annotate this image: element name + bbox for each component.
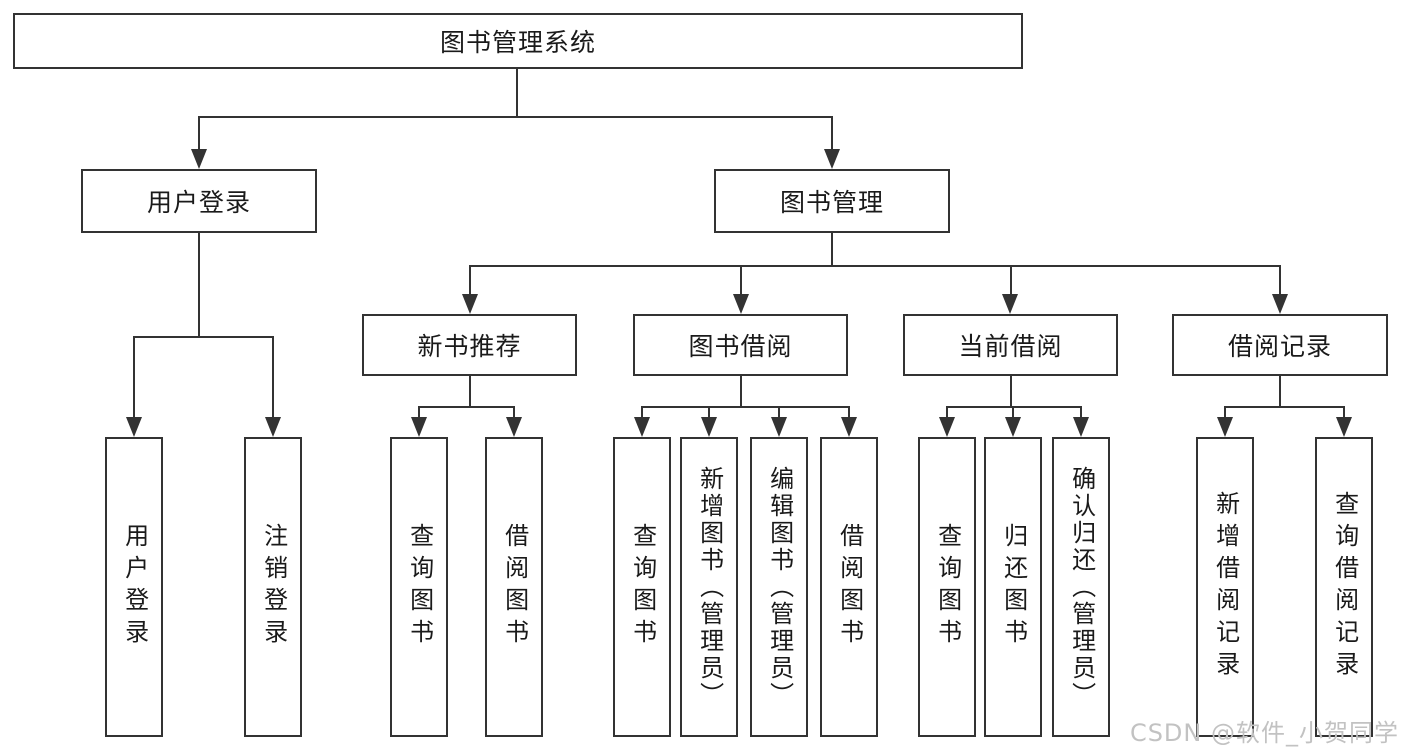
connector-to-current-borrow	[1010, 265, 1012, 297]
leaf-borrow-books-label: 借阅图书	[835, 523, 864, 651]
arrowhead-login	[191, 149, 207, 169]
leaf-borrow-books: 借阅图书	[820, 437, 878, 737]
node-current-borrow-label: 当前借阅	[958, 332, 1063, 361]
connector-s2-child3	[1080, 406, 1082, 420]
connector-s2-split	[947, 406, 1082, 408]
leaf-logout: 注销登录	[244, 437, 302, 737]
arrowhead-s1-child4	[841, 417, 857, 437]
leaf-query-books-current-label: 查询图书	[933, 523, 962, 651]
leaf-query-books-recommend: 查询图书	[390, 437, 448, 737]
connector-s1-child3	[778, 406, 780, 420]
node-book-borrow: 图书借阅	[633, 314, 848, 376]
connector-s3-child2	[1343, 406, 1345, 420]
node-library-system: 图书管理系统	[13, 13, 1023, 69]
leaf-query-books-current: 查询图书	[918, 437, 976, 737]
leaf-return-books-label: 归还图书	[999, 523, 1028, 651]
connector-s3-split	[1225, 406, 1345, 408]
node-user-login-label: 用户登录	[146, 188, 251, 217]
arrowhead-management	[824, 149, 840, 169]
arrowhead-book-borrow	[733, 294, 749, 314]
arrowhead-s2-child1	[939, 417, 955, 437]
connector-s2-child2	[1012, 406, 1014, 420]
leaf-add-borrow-record: 新增借阅记录	[1196, 437, 1254, 737]
connector-login-stem	[198, 233, 200, 337]
leaf-query-borrow-record: 查询借阅记录	[1315, 437, 1373, 737]
leaf-user-login: 用户登录	[105, 437, 163, 737]
node-user-login: 用户登录	[81, 169, 317, 233]
arrowhead-new-books	[462, 294, 478, 314]
leaf-query-books-recommend-label: 查询图书	[405, 523, 434, 651]
connector-s1-child4	[848, 406, 850, 420]
arrowhead-s1-child3	[771, 417, 787, 437]
connector-s1-child1	[641, 406, 643, 420]
node-borrow-records-label: 借阅记录	[1227, 332, 1332, 361]
node-current-borrow: 当前借阅	[903, 314, 1118, 376]
connector-s1-child2	[708, 406, 710, 420]
arrowhead-s3-child1	[1217, 417, 1233, 437]
leaf-logout-label: 注销登录	[259, 523, 288, 651]
connector-s0-stem	[469, 376, 471, 407]
leaf-confirm-return-admin: 确认归还（管理员）	[1052, 437, 1110, 737]
connector-to-borrow-records	[1279, 265, 1281, 297]
connector-management-stem	[831, 233, 833, 267]
arrowhead-s2-child2	[1005, 417, 1021, 437]
arrowhead-s0-child1	[411, 417, 427, 437]
node-new-book-recommend: 新书推荐	[362, 314, 577, 376]
connector-to-book-borrow	[740, 265, 742, 297]
arrowhead-current-borrow	[1002, 294, 1018, 314]
leaf-add-books-admin: 新增图书（管理员）	[680, 437, 738, 737]
arrowhead-borrow-records	[1272, 294, 1288, 314]
node-book-management: 图书管理	[714, 169, 950, 233]
connector-s1-split	[642, 406, 850, 408]
connector-s3-stem	[1279, 376, 1281, 407]
leaf-confirm-return-admin-label: 确认归还（管理员）	[1067, 465, 1096, 709]
leaf-return-books: 归还图书	[984, 437, 1042, 737]
connector-root-split	[199, 116, 833, 118]
leaf-edit-books-admin: 编辑图书（管理员）	[750, 437, 808, 737]
leaf-user-login-label: 用户登录	[120, 523, 149, 651]
connector-s2-stem	[1010, 376, 1012, 407]
connector-login-child1	[133, 336, 135, 420]
connector-s0-split	[419, 406, 515, 408]
connector-to-management	[831, 116, 833, 152]
connector-s2-child1	[946, 406, 948, 420]
arrowhead-s2-child3	[1073, 417, 1089, 437]
connector-s0-child2	[513, 406, 515, 420]
connector-to-login	[198, 116, 200, 152]
leaf-query-borrow-record-label: 查询借阅记录	[1330, 491, 1359, 683]
arrowhead-s0-child2	[506, 417, 522, 437]
connector-s1-stem	[740, 376, 742, 407]
connector-login-split	[134, 336, 274, 338]
node-book-borrow-label: 图书借阅	[688, 332, 793, 361]
connector-login-child2	[272, 336, 274, 420]
leaf-add-books-admin-label: 新增图书（管理员）	[695, 465, 724, 709]
leaf-borrow-books-recommend: 借阅图书	[485, 437, 543, 737]
leaf-query-books-borrow-label: 查询图书	[628, 523, 657, 651]
leaf-query-books-borrow: 查询图书	[613, 437, 671, 737]
arrowhead-s1-child1	[634, 417, 650, 437]
arrowhead-login-child1	[126, 417, 142, 437]
leaf-edit-books-admin-label: 编辑图书（管理员）	[765, 465, 794, 709]
node-book-management-label: 图书管理	[779, 188, 884, 217]
leaf-borrow-books-recommend-label: 借阅图书	[500, 523, 529, 651]
node-borrow-records: 借阅记录	[1172, 314, 1388, 376]
node-new-book-recommend-label: 新书推荐	[417, 332, 522, 361]
connector-management-split	[470, 265, 1280, 267]
connector-to-new-books	[469, 265, 471, 297]
connector-s3-child1	[1224, 406, 1226, 420]
connector-s0-child1	[418, 406, 420, 420]
arrowhead-login-child2	[265, 417, 281, 437]
csdn-watermark: CSDN @软件_小贺同学	[1129, 719, 1399, 747]
arrowhead-s1-child2	[701, 417, 717, 437]
node-library-system-label: 图书管理系统	[439, 28, 596, 57]
connector-root-stem	[516, 69, 518, 117]
leaf-add-borrow-record-label: 新增借阅记录	[1211, 491, 1240, 683]
arrowhead-s3-child2	[1336, 417, 1352, 437]
